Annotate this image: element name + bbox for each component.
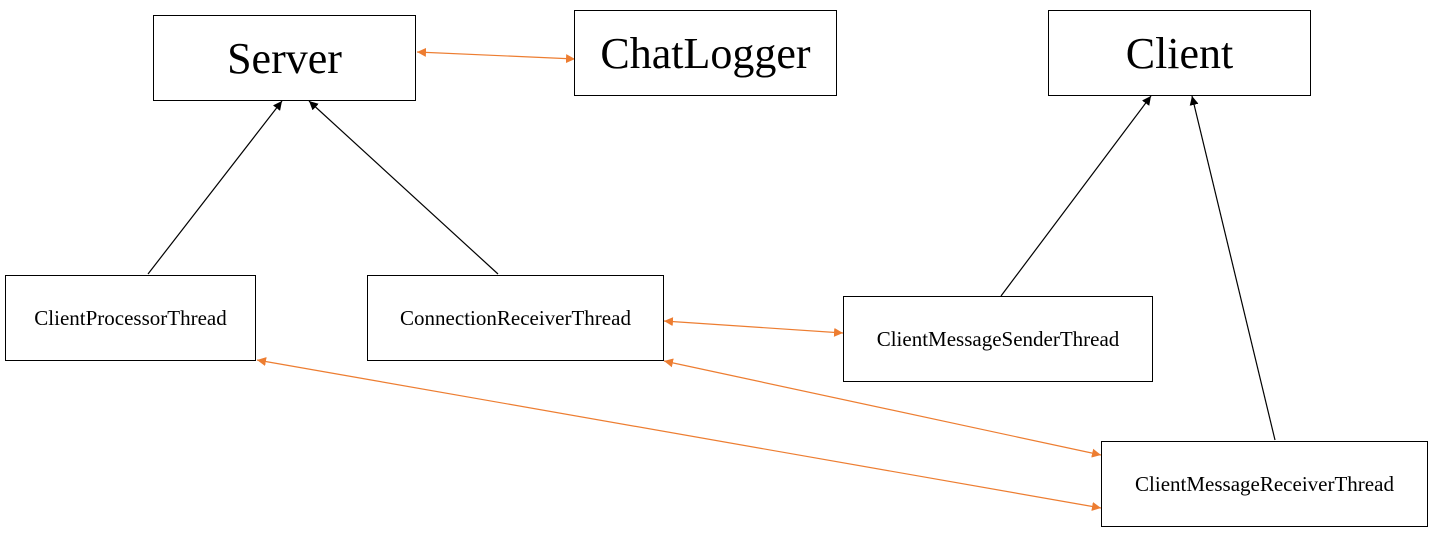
node-label: ChatLogger xyxy=(600,28,811,78)
edge-connection-receiver-sender-thread xyxy=(663,317,844,337)
edge-receiver-thread-to-client xyxy=(1189,95,1276,441)
edge-sender-thread-to-client xyxy=(1000,95,1152,297)
node-client-processor-thread: ClientProcessorThread xyxy=(5,275,256,361)
node-server: Server xyxy=(153,15,416,101)
node-label: Client xyxy=(1125,28,1234,78)
node-chatlogger: ChatLogger xyxy=(574,10,837,96)
edge-client-processor-receiver-thread xyxy=(256,357,1102,511)
node-client: Client xyxy=(1048,10,1311,96)
node-label: ClientMessageSenderThread xyxy=(876,326,1120,351)
edge-connection-receiver-to-server xyxy=(308,100,499,275)
edge-server-chatlogger xyxy=(416,47,576,64)
node-connection-receiver-thread: ConnectionReceiverThread xyxy=(367,275,664,361)
node-label: ClientProcessorThread xyxy=(34,305,227,330)
edge-client-processor-to-server xyxy=(147,100,283,275)
node-client-message-receiver-thread: ClientMessageReceiverThread xyxy=(1101,441,1428,527)
node-label: ConnectionReceiverThread xyxy=(400,305,631,330)
node-label: ClientMessageReceiverThread xyxy=(1135,471,1394,496)
node-label: Server xyxy=(227,33,342,83)
node-client-message-sender-thread: ClientMessageSenderThread xyxy=(843,296,1153,382)
